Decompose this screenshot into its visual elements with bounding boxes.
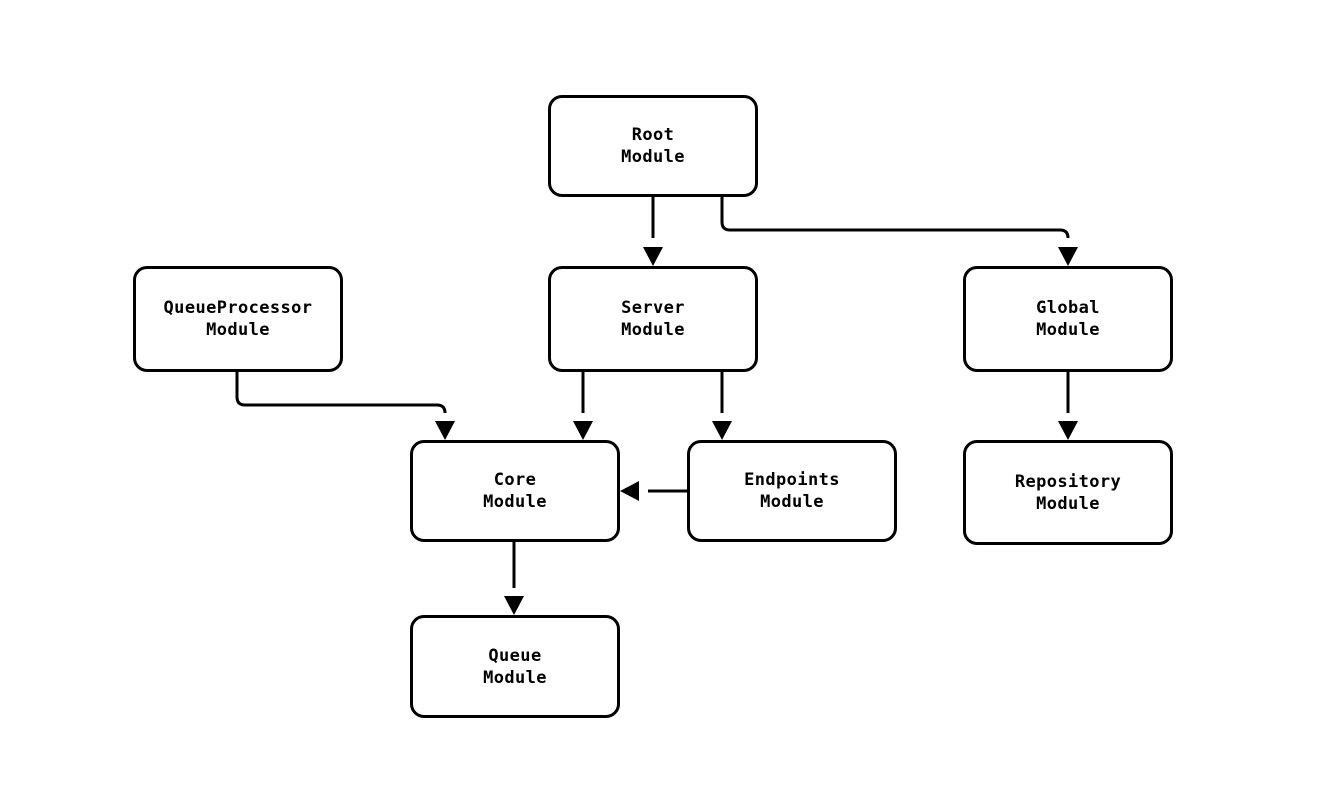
node-core[interactable]: Core Module xyxy=(410,440,620,542)
arrowhead-global-in xyxy=(1058,247,1078,266)
arrowhead-server-in xyxy=(643,247,663,266)
node-queue-label-line2: Module xyxy=(483,667,547,688)
node-root-label-line1: Root xyxy=(631,125,675,145)
edge-queueprocessor-to-core xyxy=(235,372,447,414)
node-root-label-line2: Module xyxy=(621,147,685,167)
node-endpoints[interactable]: Endpoints Module xyxy=(687,440,897,542)
arrowhead-core-in-left xyxy=(435,421,455,440)
node-queue[interactable]: Queue Module xyxy=(410,615,620,718)
node-global[interactable]: Global Module xyxy=(963,266,1173,372)
node-core-label-line2: Module xyxy=(483,492,547,512)
node-queueprocessor-label-line1: QueueProcessor xyxy=(163,298,313,318)
node-repository-label-line1: Repository xyxy=(1014,471,1122,492)
node-queueprocessor-label-line2: Module xyxy=(206,320,270,340)
node-core-label-line1: Core xyxy=(493,470,537,490)
arrowhead-core-in-mid xyxy=(573,421,593,440)
node-queue-label-line1: Queue xyxy=(488,645,542,666)
node-server-label-line2: Module xyxy=(621,320,685,340)
edge-root-to-global xyxy=(720,197,1070,239)
node-server[interactable]: Server Module xyxy=(548,266,758,372)
arrowhead-endpoints-in xyxy=(712,421,732,440)
arrowhead-queue-in xyxy=(504,596,524,615)
node-repository-label-line2: Module xyxy=(1036,493,1100,514)
arrowhead-repository-in xyxy=(1058,421,1078,440)
node-server-label-line1: Server xyxy=(621,298,685,318)
node-endpoints-label-line1: Endpoints xyxy=(744,470,840,490)
node-queueprocessor[interactable]: QueueProcessor Module xyxy=(133,266,343,372)
arrowhead-core-in-right xyxy=(620,481,639,501)
node-endpoints-label-line2: Module xyxy=(760,492,824,512)
node-root[interactable]: Root Module xyxy=(548,95,758,197)
node-global-label-line1: Global xyxy=(1036,298,1100,318)
node-repository[interactable]: Repository Module xyxy=(963,440,1173,545)
node-global-label-line2: Module xyxy=(1036,320,1100,340)
